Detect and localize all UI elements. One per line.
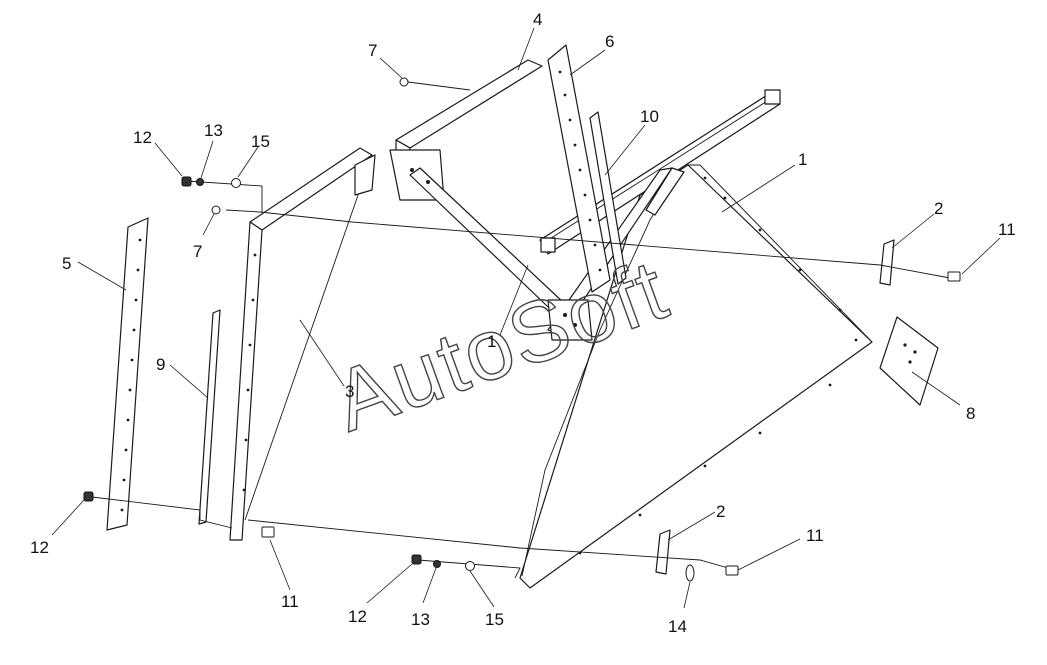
callout-12-top: 12 bbox=[133, 128, 152, 147]
callout-11-lower: 11 bbox=[281, 592, 299, 611]
nut-12-bottom-icon bbox=[411, 554, 422, 565]
callout-labels: 7 4 6 10 1 2 11 12 13 15 7 5 9 3 1 8 12 … bbox=[30, 10, 1016, 636]
callout-8: 8 bbox=[966, 404, 975, 423]
callout-1-right: 1 bbox=[798, 150, 807, 169]
callout-2-bottom: 2 bbox=[716, 502, 725, 521]
callout-13-top: 13 bbox=[204, 121, 223, 140]
side-panel-part-3 bbox=[229, 147, 376, 541]
callout-15-bottom: 15 bbox=[485, 610, 504, 629]
callout-11-bottom: 11 bbox=[806, 526, 824, 545]
assembly-axis-lines bbox=[91, 81, 951, 579]
hinge-bracket-lower bbox=[655, 529, 671, 575]
callout-6: 6 bbox=[605, 32, 614, 51]
hinge-bracket-upper bbox=[879, 239, 895, 286]
hardware bbox=[83, 77, 961, 582]
callout-2-top: 2 bbox=[934, 199, 943, 218]
narrow-strip-part-9 bbox=[198, 309, 221, 525]
callout-12-bottom: 12 bbox=[348, 607, 367, 626]
washer-15-top-icon bbox=[231, 178, 241, 188]
callout-7-top: 7 bbox=[368, 41, 377, 60]
nut-12-left-icon bbox=[83, 491, 94, 502]
callout-9: 9 bbox=[156, 355, 165, 374]
callout-5: 5 bbox=[62, 254, 71, 273]
nut-7-left-icon bbox=[211, 205, 221, 215]
perforated-plate-part-6 bbox=[547, 44, 611, 293]
callout-4: 4 bbox=[533, 10, 542, 29]
nut-12-top-icon bbox=[181, 176, 192, 187]
washer-15-bottom-icon bbox=[465, 561, 475, 571]
perforated-plate-part-5 bbox=[106, 217, 149, 531]
callout-1-center: 1 bbox=[487, 332, 496, 351]
callout-12-left: 12 bbox=[30, 538, 49, 557]
nut-7-top-icon bbox=[399, 77, 409, 87]
narrow-strip-part-10 bbox=[589, 111, 627, 285]
callout-11-right: 11 bbox=[998, 220, 1016, 239]
callout-13-bottom: 13 bbox=[411, 610, 430, 629]
bolt-11-lower-icon bbox=[261, 526, 275, 538]
callout-15-top: 15 bbox=[251, 132, 270, 151]
bolt-11-bottom-icon bbox=[725, 565, 739, 576]
bolt-11-top-icon bbox=[947, 271, 961, 282]
callout-14: 14 bbox=[668, 617, 687, 636]
top-beam-part-4 bbox=[389, 59, 593, 341]
washer-14-icon bbox=[685, 564, 695, 582]
small-plate-part-8 bbox=[879, 316, 939, 406]
callout-7-left: 7 bbox=[193, 242, 202, 261]
callout-3: 3 bbox=[345, 382, 354, 401]
lockwasher-13-bottom-icon bbox=[433, 560, 441, 568]
callout-10: 10 bbox=[640, 107, 659, 126]
lockwasher-13-top-icon bbox=[196, 178, 204, 186]
leader-lines bbox=[51, 27, 1001, 609]
